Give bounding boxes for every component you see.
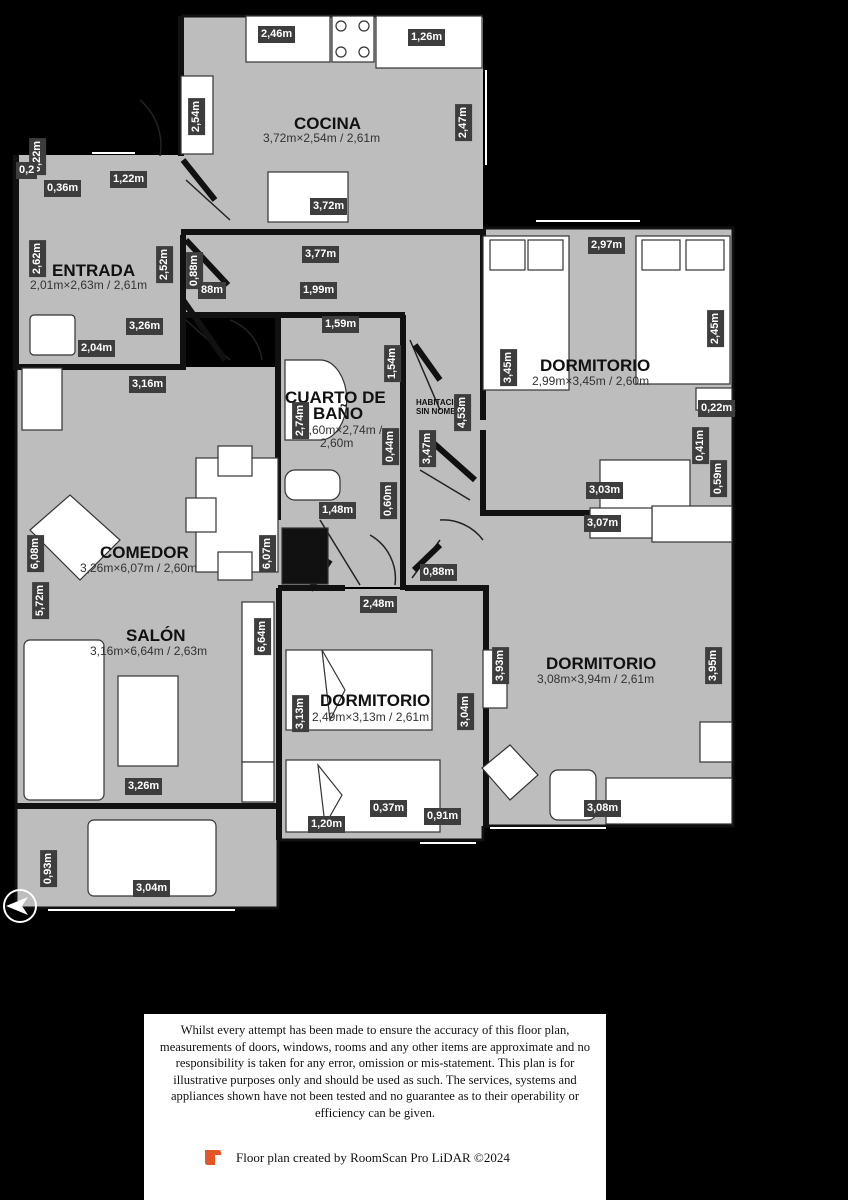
measure-tag: 0,59m [710, 459, 728, 498]
measure-tag: 0,37m [370, 800, 408, 817]
measure-tag: 0,22m [698, 400, 736, 417]
measure-tag: 6,07m [259, 534, 277, 573]
measure-tag: 2,52m [156, 245, 174, 284]
measure-tag: 3,04m [133, 880, 171, 897]
measure-tag: 6,64m [254, 617, 272, 656]
measure-tag: 3,08m [584, 800, 622, 817]
room-label-bano-line1: CUARTO DE [285, 388, 386, 407]
credit-text: Floor plan created by RoomScan Pro LiDAR… [236, 1150, 510, 1165]
room-dims-entrada: 2,01m×2,63m / 2,61m [30, 278, 148, 292]
measure-tag: 1,22m [110, 171, 148, 188]
room-label-habitacion-line2: SIN NOMBRE [416, 407, 468, 416]
measure-tag: 3,45m [500, 348, 518, 387]
measure-tag: 6,08m [27, 534, 45, 573]
room-dims-dormitorio-3: 3,08m×3,94m / 2,61m [537, 672, 655, 686]
measure-tag: 1,99m [300, 282, 338, 299]
measure-tag: 1,59m [322, 316, 360, 333]
measure-tag: 1,26m [408, 29, 446, 46]
measure-tag: 2,74m [292, 401, 310, 440]
compass-icon [3, 889, 37, 923]
measure-tag: 2,62m [29, 239, 47, 278]
measure-tag: 0,41m [692, 426, 710, 465]
disclaimer-panel: Whilst every attempt has been made to en… [144, 1014, 606, 1200]
bedroom-1-furniture [482, 235, 733, 543]
wall-dorm2-top-right [405, 585, 489, 825]
measure-tag: 0,36m [44, 180, 82, 197]
room-dims-salon: 3,16m×6,64m / 2,63m [90, 644, 208, 658]
measure-tag: 5,72m [32, 581, 50, 620]
measure-tag: 2,47m [455, 103, 473, 142]
floor-plan [13, 14, 735, 911]
room-label-dormitorio-1: DORMITORIO [540, 356, 651, 375]
room-label-cocina: COCINA [294, 114, 362, 133]
room-label-habitacion-line1: HABITACIÓN [416, 398, 466, 407]
room-label-salon: SALÓN [126, 626, 186, 645]
room-label-dormitorio-3: DORMITORIO [546, 654, 657, 673]
room-label-dormitorio-2: DORMITORIO [320, 691, 431, 710]
room-label-bano-line2: BAÑO [313, 404, 364, 423]
measure-tag: 2,46m [258, 26, 296, 43]
measure-tag: 2,48m [360, 596, 398, 613]
measure-tag: 0,44m [382, 427, 400, 466]
measure-tag: 3,16m [129, 376, 167, 393]
bedroom-2-furniture [285, 649, 441, 833]
measure-tag: 3,95m [705, 646, 723, 685]
measure-tag: 3,77m [302, 246, 340, 263]
living-furniture [21, 314, 279, 897]
measure-tag: 0,2 [16, 162, 38, 179]
room-dims-dormitorio-1: 2,99m×3,45m / 2,60m [532, 374, 650, 388]
disclaimer-text: Whilst every attempt has been made to en… [159, 1023, 591, 1120]
measure-tag: 0,91m [424, 808, 462, 825]
room-dims-bano-line2: 2,60m [320, 436, 354, 450]
measure-tag: 0,88m [420, 564, 458, 581]
measure-tag: 3,93m [492, 646, 510, 685]
measure-tag: 1,48m [319, 502, 357, 519]
room-dims-bano-line1: 1,60m×2,74m / [302, 423, 383, 437]
measure-tag: 1,20m [308, 816, 346, 833]
measure-tag: 88m [198, 282, 227, 299]
measure-tag: 4,53m [454, 393, 472, 432]
measure-tag: 0,60m [380, 481, 398, 520]
room-label-comedor: COMEDOR [100, 543, 189, 562]
measure-tag: 3,13m [292, 694, 310, 733]
room-label-entrada: ENTRADA [52, 261, 136, 280]
measure-tag: 2,04m [78, 340, 116, 357]
windows [48, 70, 640, 911]
measure-tag: 2,45m [707, 309, 725, 348]
roomscan-logo-icon [205, 1150, 221, 1165]
measure-tag: 3,26m [125, 778, 163, 795]
measure-tag: 3,04m [457, 692, 475, 731]
measure-tag: 3,07m [584, 515, 622, 532]
room-dims-dormitorio-2: 2,49m×3,13m / 2,61m [312, 710, 430, 724]
measure-tag: 2,97m [588, 237, 626, 254]
measure-tag: 3,03m [586, 482, 624, 499]
measure-tag: 3,26m [126, 318, 164, 335]
measure-tag: 2,54m [188, 97, 206, 136]
room-dims-comedor: 3,26m×6,07m / 2,60m [80, 561, 198, 575]
room-dims-cocina: 3,72m×2,54m / 2,61m [263, 131, 381, 145]
measure-tag: 3,47m [419, 429, 437, 468]
measure-tag: 1,54m [384, 344, 402, 383]
measure-tag: 0,93m [40, 849, 58, 888]
measure-tag: 3,72m [310, 198, 348, 215]
